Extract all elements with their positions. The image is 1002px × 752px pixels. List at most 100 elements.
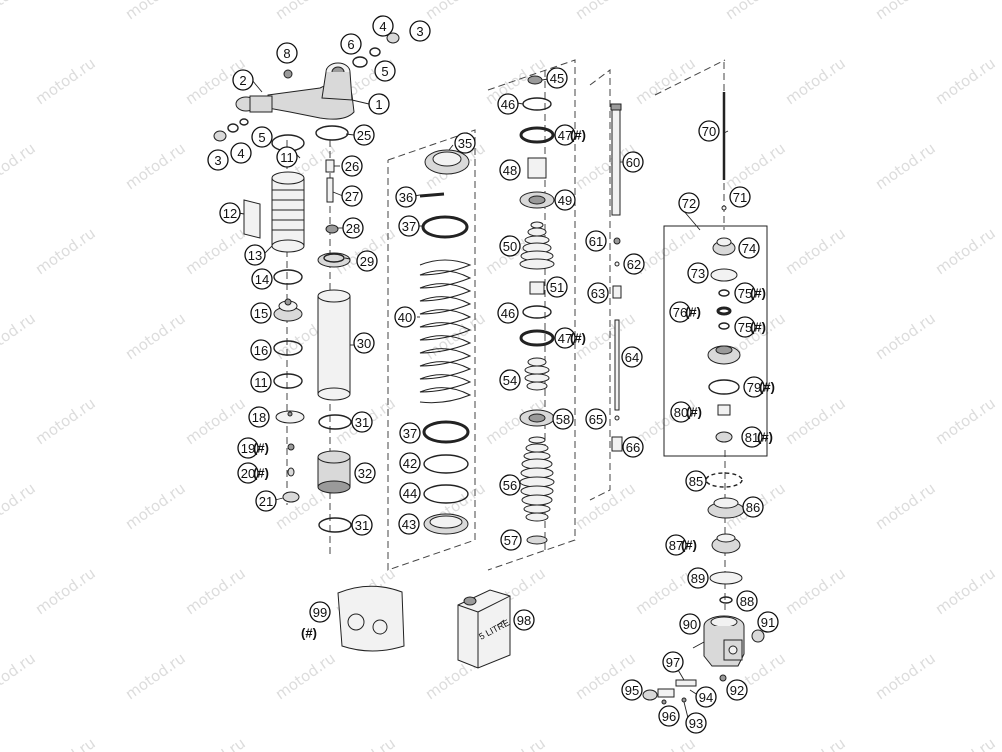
callout-11: 11 [250,371,272,393]
callout-circle [757,611,779,633]
watermark-text: motod.ru [32,734,99,752]
callout-circle [622,151,644,173]
callout-number: 35 [458,136,472,151]
callout-number: 21 [259,494,273,509]
callout-20: 20(#) [237,462,269,484]
watermark-text: motod.ru [32,224,99,278]
callout-64: 64 [621,346,643,368]
shim-stack-lower [519,436,555,522]
callout-number: 46 [501,306,515,321]
callout-number: 88 [740,594,754,609]
watermark-text: motod.ru [872,139,939,193]
callout-96: 96 [658,705,680,727]
callout-number: 8 [283,46,290,61]
callout-number: 31 [355,415,369,430]
watermark-text: motod.ru [32,564,99,618]
watermark-text: motod.ru [932,54,999,108]
callout-circle [500,529,522,551]
callout-circle [497,302,519,324]
callout-circle [685,470,707,492]
callout-circle [552,408,574,430]
callout-80: 80(#) [670,401,702,423]
watermark-text: motod.ru [182,394,249,448]
callout-circle [394,306,416,328]
watermark-text: motod.ru [32,54,99,108]
callout-number: 73 [691,266,705,281]
callout-hash-marker: (#) [757,430,773,445]
callout-number: 29 [360,254,374,269]
callout-81: 81(#) [741,426,773,448]
callout-circle [736,590,758,612]
callout-number: 44 [403,486,417,501]
callout-66: 66 [622,436,644,458]
callout-circle [621,679,643,701]
callout-circle [398,513,420,535]
callout-43: 43 [398,513,420,535]
watermark-text: motod.ru [932,564,999,618]
callout-number: 54 [503,373,517,388]
callout-circle [248,406,270,428]
callout-56: 56 [499,474,521,496]
callout-number: 98 [517,613,531,628]
callout-circle [546,67,568,89]
watermark-text: motod.ru [782,564,849,618]
callout-circle [738,237,760,259]
callout-circle [250,339,272,361]
callout-circle [251,268,273,290]
callout-number: 91 [761,615,775,630]
callout-63: 63 [587,282,609,304]
callout-number: 97 [666,655,680,670]
callout-32: 32 [354,462,376,484]
callout-circle [734,316,756,338]
callout-73: 73 [687,262,709,284]
watermark-text: motod.ru [272,0,339,23]
callout-circle [729,186,751,208]
callout-circle [351,514,373,536]
callout-number: 72 [682,196,696,211]
callout-75: 75(#) [734,316,766,338]
callout-number: 70 [702,124,716,139]
callout-number: 3 [416,24,423,39]
callout-circle [554,124,576,146]
shim-stack-middle [524,357,550,391]
callout-number: 79 [747,380,761,395]
callout-72: 72 [678,192,700,214]
callout-number: 42 [403,456,417,471]
callout-circle [255,490,277,512]
callout-hash-marker: (#) [750,320,766,335]
callout-circle [670,401,692,423]
watermark-text: motod.ru [932,394,999,448]
watermark-text: motod.ru [182,224,249,278]
callout-number: 4 [237,146,244,161]
callout-76: 76(#) [669,301,701,323]
callout-number: 31 [355,518,369,533]
callout-hash-marker: (#) [759,380,775,395]
callout-85: 85 [685,470,707,492]
callout-number: 86 [746,500,760,515]
callout-circle [687,567,709,589]
callout-circle [741,426,763,448]
callout-5: 5 [251,126,273,148]
callout-circle [309,601,331,623]
callout-number: 74 [742,241,756,256]
callout-49: 49 [554,189,576,211]
callout-number: 3 [214,153,221,168]
callout-circle [237,462,259,484]
callout-circle [585,408,607,430]
callout-circle [687,262,709,284]
callout-3: 3 [207,149,229,171]
watermark-text: motod.ru [782,224,849,278]
callout-hash-marker: (#) [681,538,697,553]
watermark-text: motod.ru [872,309,939,363]
watermark-text: motod.ru [0,309,39,363]
callout-circle [726,679,748,701]
callout-hash-marker: (#) [685,305,701,320]
callout-circle [743,376,765,398]
callout-71: 71 [729,186,751,208]
callout-48: 48 [499,159,521,181]
callout-circle [695,686,717,708]
callout-circle [237,437,259,459]
callout-25: 25 [353,124,375,146]
watermark-text: motod.ru [182,564,249,618]
callout-13: 13 [244,244,266,266]
